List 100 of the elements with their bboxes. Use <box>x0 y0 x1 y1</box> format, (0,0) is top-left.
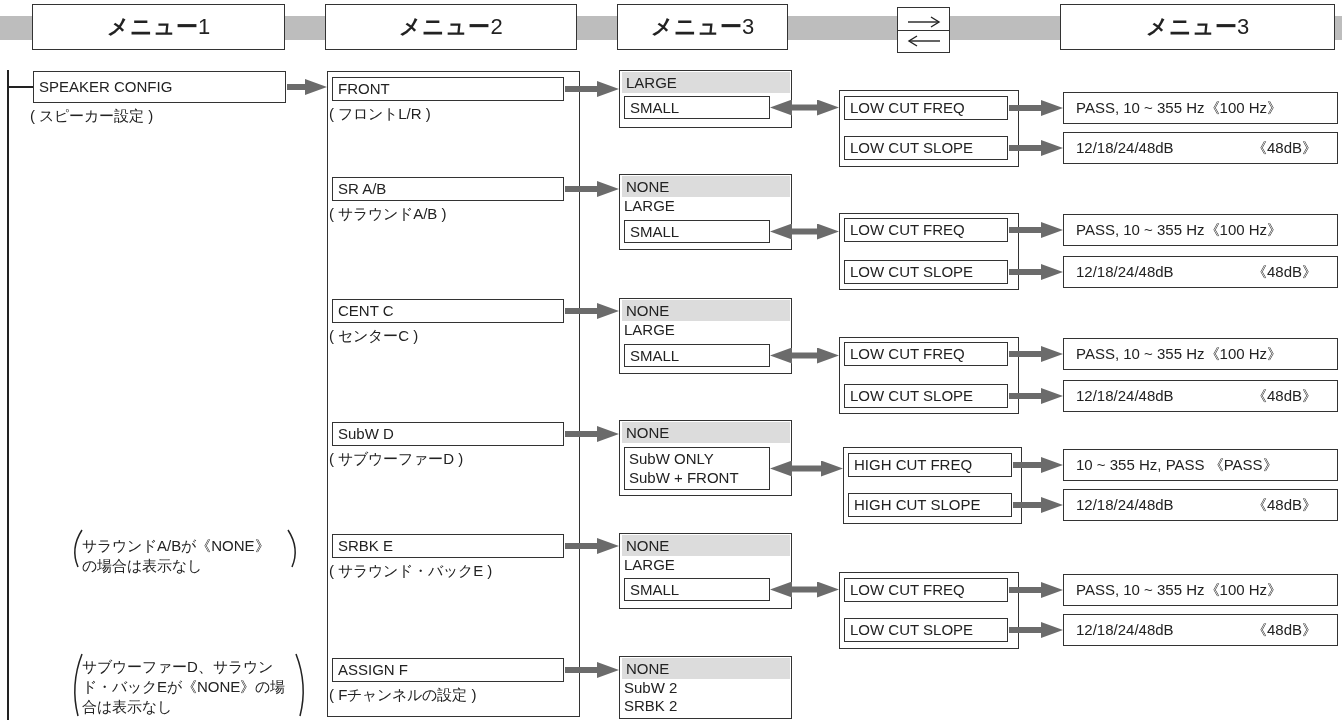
value-text: 12/18/24/48dB <box>1076 262 1174 282</box>
menu-header: メニュー1 <box>32 4 285 50</box>
value-text: PASS, 10 ~ 355 Hz《100 Hz》 <box>1076 344 1283 364</box>
option-list-box <box>619 420 792 496</box>
option-box: SMALL <box>624 344 770 367</box>
menu-column-box <box>327 71 580 717</box>
double-arrow <box>770 460 843 477</box>
arrow <box>565 303 619 319</box>
value-text: PASS, 10 ~ 355 Hz《100 Hz》 <box>1076 220 1283 240</box>
menu-header: メニュー3 <box>1060 4 1335 50</box>
note-text: サラウンドA/Bが《NONE》の場合は表示なし <box>82 536 271 576</box>
setting-group-box <box>839 213 1019 290</box>
menu-item-box: SRBK E <box>332 534 564 558</box>
option-box <box>624 447 770 490</box>
setting-group-box <box>839 90 1019 167</box>
setting-group-box <box>839 337 1019 414</box>
option-list-box <box>619 174 792 250</box>
arrow <box>1009 346 1063 362</box>
arrow <box>1009 222 1063 238</box>
option-list-box <box>619 70 792 128</box>
setting-box: LOW CUT SLOPE <box>844 384 1008 408</box>
subtitle-text: ( サラウンドA/B ) <box>329 205 447 223</box>
arrow <box>1009 388 1063 404</box>
double-arrow <box>770 581 839 598</box>
value-box <box>1063 449 1338 481</box>
selected-option: NONE <box>622 176 790 197</box>
setting-box: HIGH CUT FREQ <box>848 453 1012 477</box>
arrow <box>1013 457 1063 473</box>
setting-box: LOW CUT SLOPE <box>844 618 1008 642</box>
option-box: SMALL <box>624 220 770 243</box>
option-text: SubW ONLY <box>629 449 714 468</box>
arrow <box>565 181 619 197</box>
subtitle-text: ( センターC ) <box>329 327 419 345</box>
setting-group-box <box>843 447 1022 524</box>
option-box: SMALL <box>624 578 770 601</box>
option-text: SRBK 2 <box>624 697 678 715</box>
value-text: PASS, 10 ~ 355 Hz《100 Hz》 <box>1076 580 1283 600</box>
setting-box: LOW CUT FREQ <box>844 218 1008 242</box>
value-box <box>1063 380 1338 412</box>
selected-option: NONE <box>622 535 790 556</box>
setting-box: LOW CUT FREQ <box>844 96 1008 120</box>
value-box <box>1063 614 1338 646</box>
menu-item-box: ASSIGN F <box>332 658 564 682</box>
menu-header: メニュー3 <box>617 4 788 50</box>
value-text: 《48dB》 <box>1251 262 1317 282</box>
double-arrow <box>770 99 839 116</box>
menu-item-box: CENT C <box>332 299 564 323</box>
subtitle-text: ( Fチャンネルの設定 ) <box>329 686 477 704</box>
setting-box: LOW CUT FREQ <box>844 578 1008 602</box>
subtitle-text: ( フロントL/R ) <box>329 105 431 123</box>
option-text: LARGE <box>624 321 675 339</box>
setting-group-box <box>839 572 1019 649</box>
menu-header: メニュー2 <box>325 4 577 50</box>
value-text: 12/18/24/48dB <box>1076 386 1174 406</box>
value-text: 12/18/24/48dB <box>1076 138 1174 158</box>
selected-option: NONE <box>622 658 790 679</box>
menu-item-box: FRONT <box>332 77 564 101</box>
arrow <box>565 81 619 97</box>
arrow <box>565 426 619 442</box>
value-box <box>1063 338 1338 370</box>
option-list-box <box>619 533 792 609</box>
arrow <box>1009 264 1063 280</box>
subtitle-text: ( スピーカー設定 ) <box>30 107 154 125</box>
option-text: LARGE <box>624 197 675 215</box>
subtitle-text: ( サブウーファーD ) <box>329 450 464 468</box>
selected-option: NONE <box>622 300 790 321</box>
arrow <box>565 538 619 554</box>
value-text: 《48dB》 <box>1251 138 1317 158</box>
value-box <box>1063 256 1338 288</box>
value-text: 12/18/24/48dB <box>1076 495 1174 515</box>
value-box <box>1063 574 1338 606</box>
option-list-box <box>619 298 792 374</box>
arrow <box>1009 622 1063 638</box>
value-box <box>1063 92 1338 124</box>
arrow <box>1009 140 1063 156</box>
option-list-box <box>619 656 792 719</box>
value-text: 《48dB》 <box>1251 620 1317 640</box>
value-text: 《48dB》 <box>1251 386 1317 406</box>
direction-box <box>897 7 950 53</box>
double-arrow <box>770 347 839 364</box>
option-box: SMALL <box>624 96 770 119</box>
option-text: SubW + FRONT <box>629 468 739 487</box>
arrow <box>287 79 327 95</box>
option-text: LARGE <box>624 556 675 574</box>
setting-box: HIGH CUT SLOPE <box>848 493 1012 517</box>
value-text: 《48dB》 <box>1251 495 1317 515</box>
subtitle-text: ( サラウンド・バックE ) <box>329 562 493 580</box>
menu-item-box: SPEAKER CONFIG <box>33 71 286 103</box>
note-text: サブウーファーD、サラウンド・バックEが《NONE》の場合は表示なし <box>82 657 286 717</box>
selected-option: LARGE <box>622 72 790 93</box>
value-text: 12/18/24/48dB <box>1076 620 1174 640</box>
setting-box: LOW CUT SLOPE <box>844 136 1008 160</box>
menu-item-box: SubW D <box>332 422 564 446</box>
arrow <box>1013 497 1063 513</box>
option-text: SubW 2 <box>624 679 678 697</box>
double-arrow <box>770 223 839 240</box>
arrow <box>1009 100 1063 116</box>
selected-option: NONE <box>622 422 790 443</box>
menu-item-box: SR A/B <box>332 177 564 201</box>
arrow <box>1009 582 1063 598</box>
